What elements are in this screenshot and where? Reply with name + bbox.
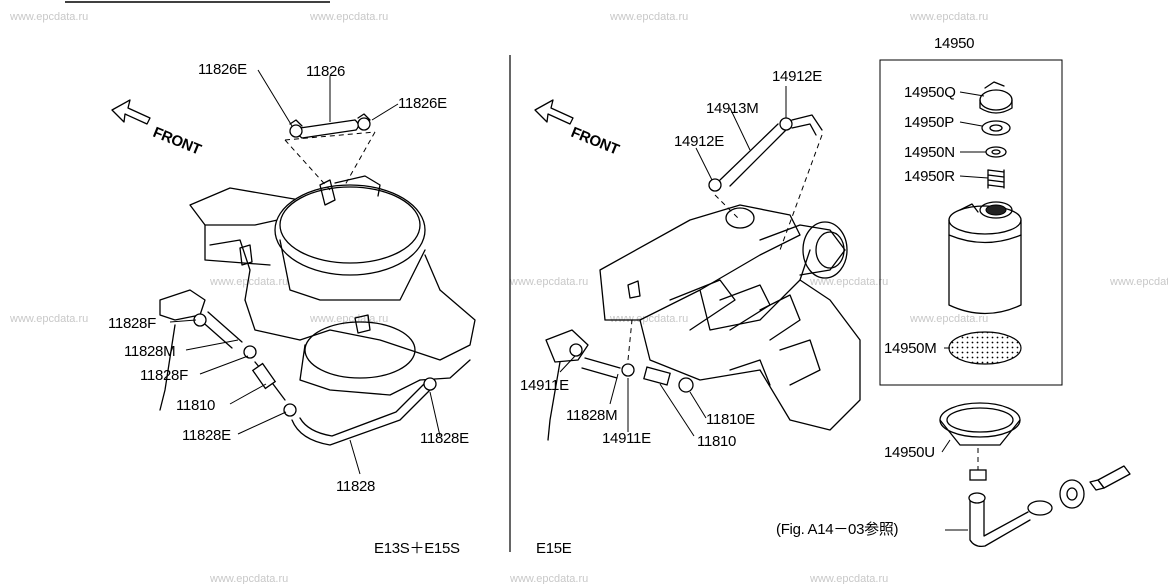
label-11826: 11826	[306, 63, 345, 80]
left-panel: FRONT	[108, 61, 476, 557]
watermark: www.epcdata.ru	[609, 11, 688, 23]
gasket-14950P	[981, 120, 1011, 136]
hose-14913M	[708, 114, 823, 251]
label-11828: 11828	[336, 478, 375, 495]
label-14950U: 14950U	[884, 444, 935, 461]
hose-11826	[289, 113, 371, 139]
watermark: www.epcdata.ru	[609, 313, 688, 325]
hose-assembly-lower-e15e	[569, 319, 694, 393]
label-11810: 11810	[176, 397, 215, 414]
fittings-bottom	[968, 448, 1131, 548]
label-14911E-bottom: 14911E	[602, 430, 651, 447]
label-14950R: 14950R	[904, 168, 955, 185]
watermark: www.epcdata.ru	[9, 313, 88, 325]
label-11810-center: 11810	[697, 433, 736, 450]
label-14912E-left: 14912E	[674, 133, 724, 150]
leader-lines	[169, 69, 441, 475]
canister-body	[948, 201, 1022, 315]
label-14913M: 14913M	[706, 100, 758, 117]
leader-lines	[941, 91, 989, 531]
label-11828M: 11828M	[124, 343, 175, 360]
cap-14950Q	[979, 81, 1013, 114]
spring-14950R	[987, 169, 1005, 189]
watermark: www.epcdata.ru	[809, 573, 888, 584]
front-arrow-icon	[534, 99, 574, 125]
leader-lines	[559, 86, 787, 437]
label-11828M-center: 11828M	[566, 407, 617, 424]
label-14950: 14950	[934, 35, 974, 52]
watermark: www.epcdata.ru	[509, 573, 588, 584]
watermark: www.epcdata.ru	[9, 11, 88, 23]
hose-assembly-lower	[193, 311, 437, 446]
label-11828F-bottom: 11828F	[140, 367, 188, 384]
right-panel: 14950	[776, 35, 1131, 548]
label-11828E-left: 11828E	[182, 427, 231, 444]
caption-e13s-e15s: E13S＋E15S	[374, 540, 460, 557]
label-14911E-left: 14911E	[520, 377, 569, 394]
watermark: www.epcdata.ru	[909, 11, 988, 23]
filter-14950M	[948, 331, 1022, 365]
label-14912E-top: 14912E	[772, 68, 822, 85]
label-11826E-top: 11826E	[198, 61, 247, 78]
engine-assembly	[159, 175, 476, 411]
label-11810E: 11810E	[706, 411, 755, 428]
label-11828F-top: 11828F	[108, 315, 156, 332]
label-14950N: 14950N	[904, 144, 955, 161]
watermark: www.epcdata.ru	[809, 276, 888, 288]
front-label: FRONT	[151, 124, 204, 159]
cover-14950U	[939, 402, 1021, 446]
dashed-guide	[284, 131, 376, 191]
watermark: www.epcdata.ru	[509, 276, 588, 288]
label-14950Q: 14950Q	[904, 84, 956, 101]
watermark: www.epcdata.ru	[1109, 276, 1168, 288]
label-14950M: 14950M	[884, 340, 936, 357]
engine-assembly-e15e	[545, 204, 861, 441]
watermark: www.epcdata.ru	[209, 573, 288, 584]
figure-reference: (Fig. A14－03参照)	[776, 521, 899, 538]
label-11828E-right: 11828E	[420, 430, 469, 447]
label-11826E-right: 11826E	[398, 95, 447, 112]
caption-e15e: E15E	[536, 540, 572, 557]
label-14950P: 14950P	[904, 114, 954, 131]
front-label: FRONT	[569, 124, 622, 159]
front-arrow-icon	[111, 99, 151, 125]
watermark: www.epcdata.ru	[909, 313, 988, 325]
ring-14950N	[985, 146, 1007, 158]
center-panel: FRONT	[520, 68, 861, 557]
watermark: www.epcdata.ru	[309, 11, 388, 23]
